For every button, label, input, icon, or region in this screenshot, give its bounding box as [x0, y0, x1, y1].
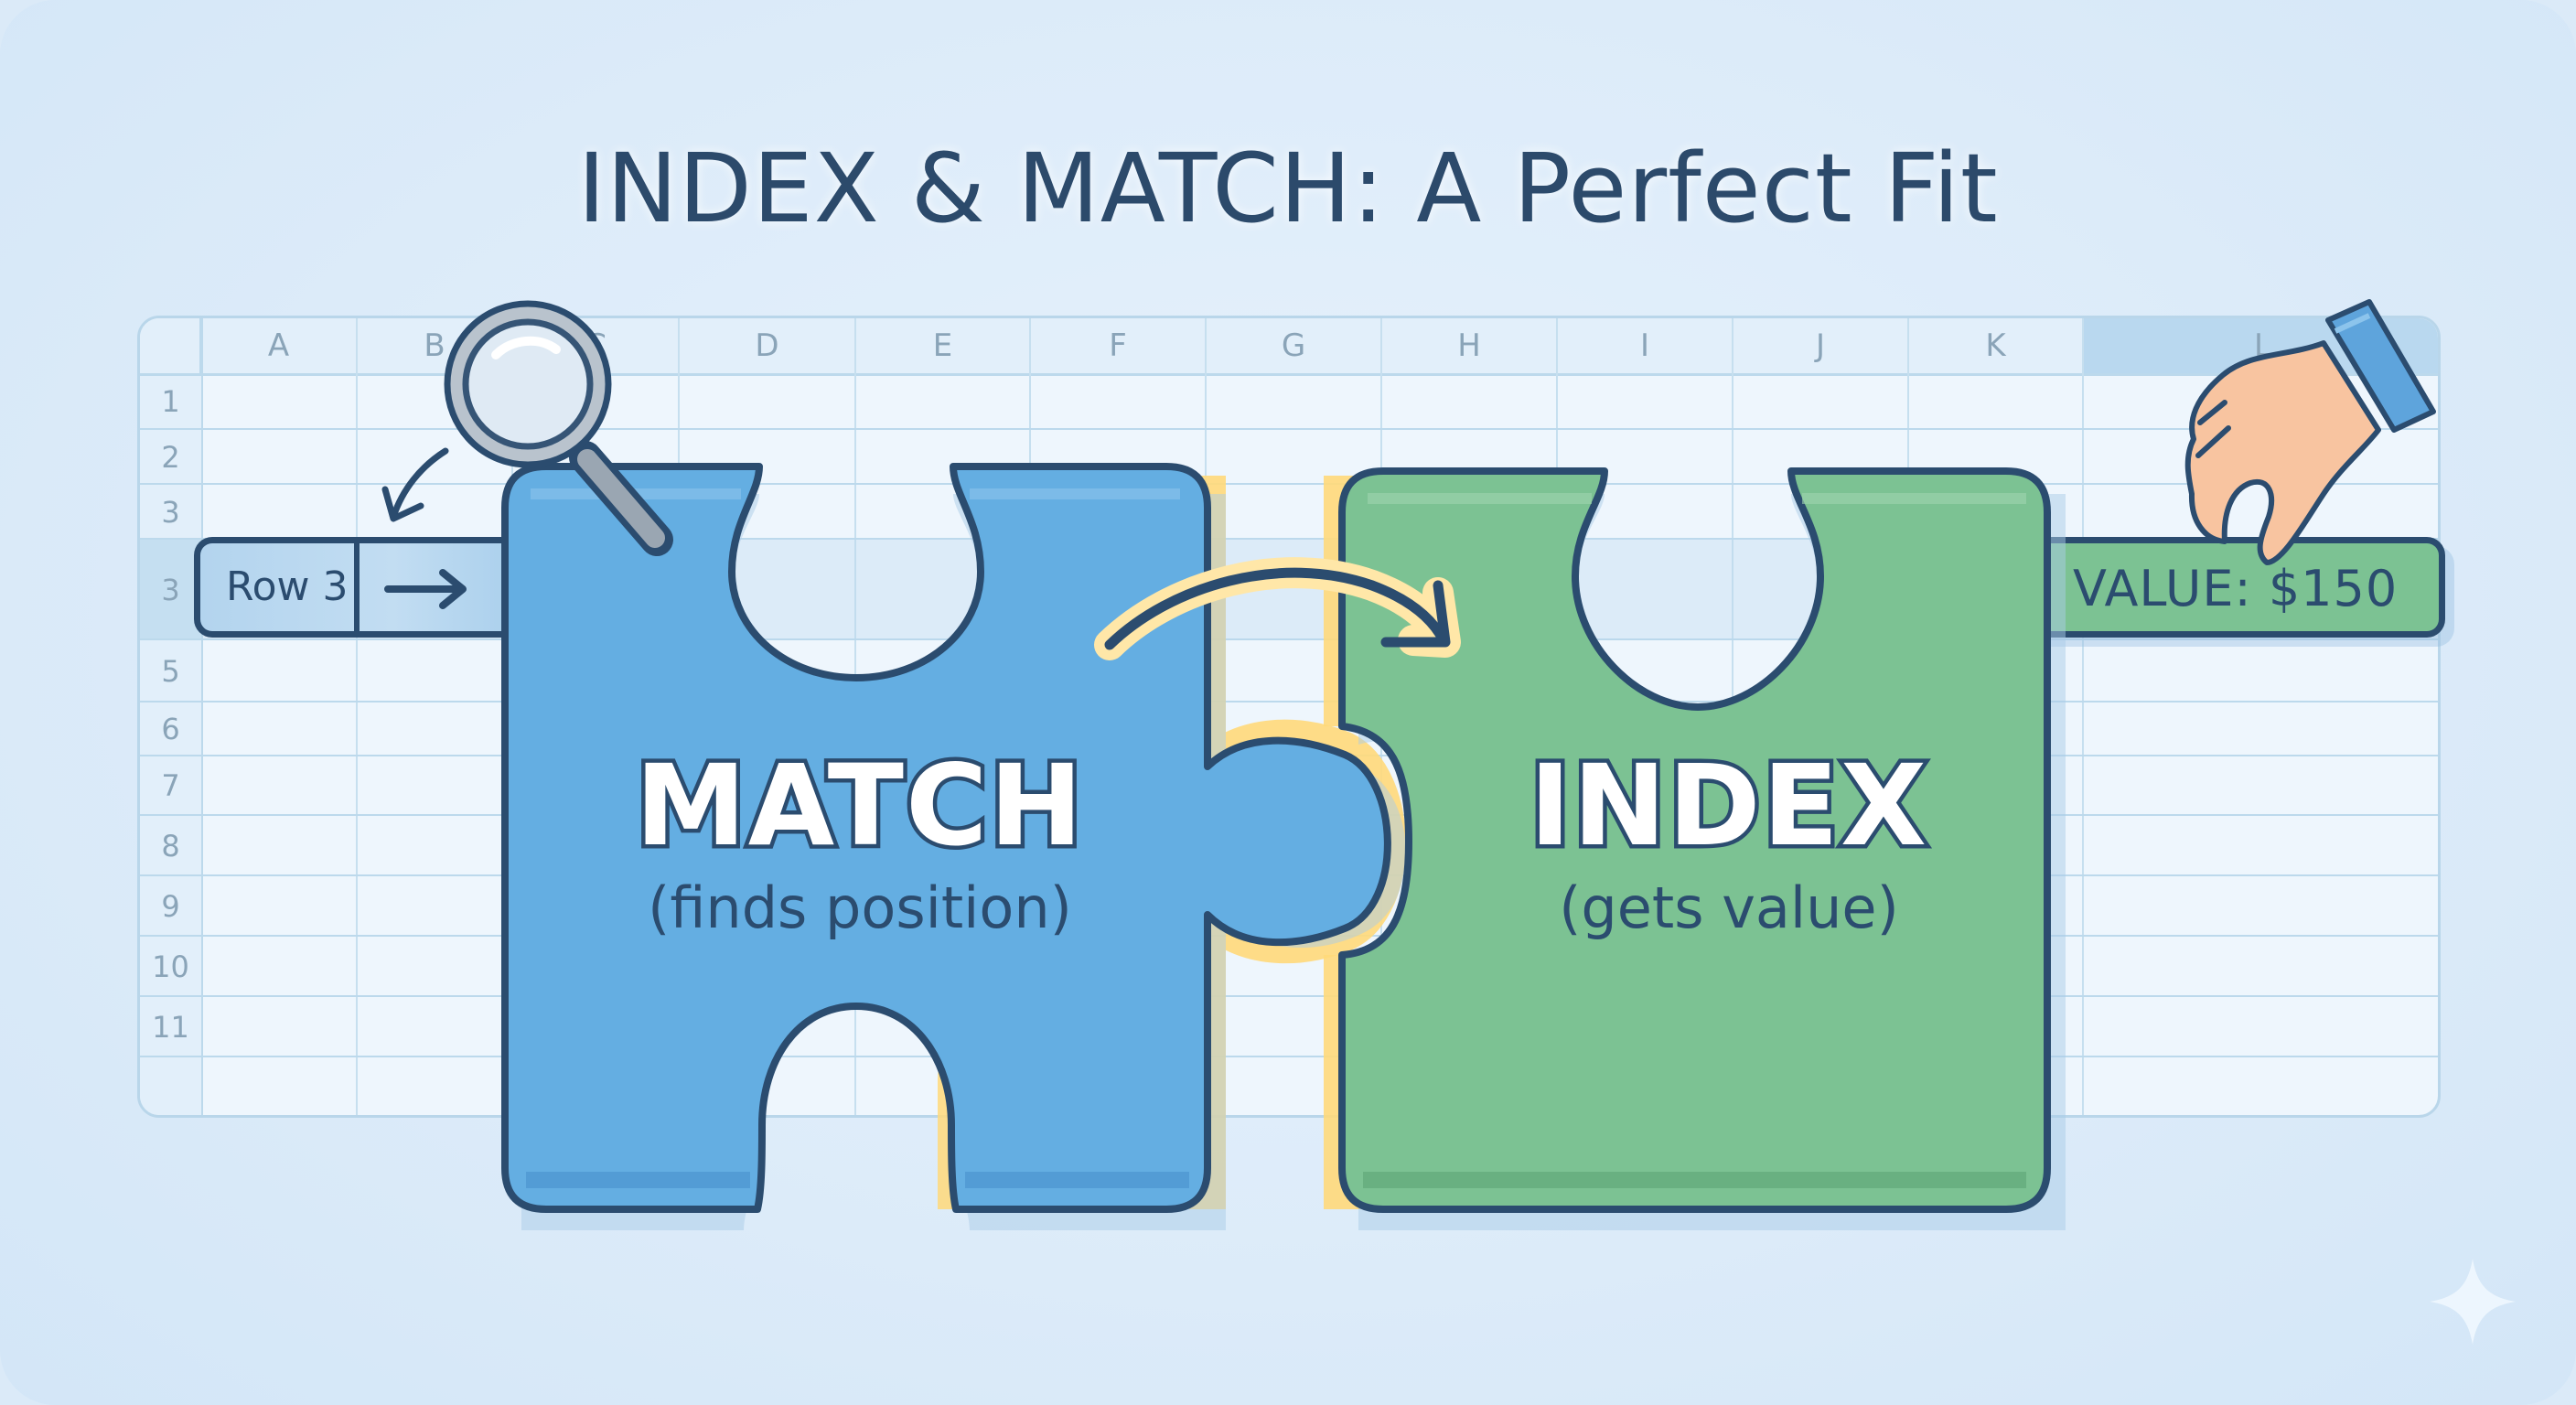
right-arrow-icon: [379, 563, 479, 614]
result-value-bar: VALUE: $150: [2042, 537, 2445, 638]
column-header-i[interactable]: I: [1558, 318, 1733, 373]
row-gridline: [140, 1056, 2438, 1057]
column-gridline: [2082, 318, 2084, 1115]
match-puzzle-piece: [501, 463, 1391, 1213]
row-header[interactable]: 6: [140, 702, 201, 756]
lookup-row-bar: Row 3: [194, 537, 523, 638]
index-subtitle: (gets value): [1559, 874, 1899, 941]
curved-arrow-icon: [1094, 557, 1461, 660]
column-header-k[interactable]: K: [1909, 318, 2084, 373]
row-gridline: [140, 638, 2438, 640]
page-title: INDEX & MATCH: A Perfect Fit: [577, 133, 1999, 244]
row-header[interactable]: [140, 1057, 201, 1115]
row-header[interactable]: 3: [140, 485, 201, 540]
column-header-h[interactable]: H: [1382, 318, 1558, 373]
cell-divider: [354, 543, 360, 631]
row-gridline: [140, 483, 2438, 485]
column-header-g[interactable]: G: [1207, 318, 1382, 373]
sparkle-icon: [2430, 1259, 2516, 1345]
row-header[interactable]: 7: [140, 756, 201, 816]
row-header[interactable]: 11: [140, 997, 201, 1057]
index-label-group: INDEX (gets value): [1427, 737, 2031, 942]
header-divider: [140, 373, 2438, 376]
lookup-row-label: Row 3: [226, 563, 349, 610]
index-puzzle-piece: [1338, 467, 2051, 1213]
result-value-label: VALUE: $150: [2073, 560, 2399, 617]
select-all-corner[interactable]: [140, 318, 201, 373]
hand-icon: [2184, 299, 2436, 565]
column-header-j[interactable]: J: [1733, 318, 1909, 373]
row-header[interactable]: 1: [140, 374, 201, 430]
row-gridline: [140, 995, 2438, 997]
magnifier-icon: [444, 300, 673, 556]
row-header[interactable]: 8: [140, 816, 201, 876]
row-header[interactable]: 2: [140, 430, 201, 485]
column-gridline: [356, 318, 358, 1115]
column-header-e[interactable]: E: [856, 318, 1031, 373]
match-title: MATCH: [631, 737, 1087, 875]
row-gridline: [140, 701, 2438, 702]
column-header-f[interactable]: F: [1031, 318, 1207, 373]
match-subtitle: (finds position): [648, 874, 1072, 941]
match-label-group: MATCH (finds position): [549, 737, 1171, 942]
row-header[interactable]: 9: [140, 876, 201, 937]
row-gridline: [140, 538, 2438, 540]
index-title: INDEX: [1525, 737, 1930, 875]
curved-arrow-icon: [381, 447, 449, 522]
row-header-divider: [201, 318, 203, 1115]
row-gridline: [140, 428, 2438, 430]
row-header[interactable]: 10: [140, 937, 201, 997]
